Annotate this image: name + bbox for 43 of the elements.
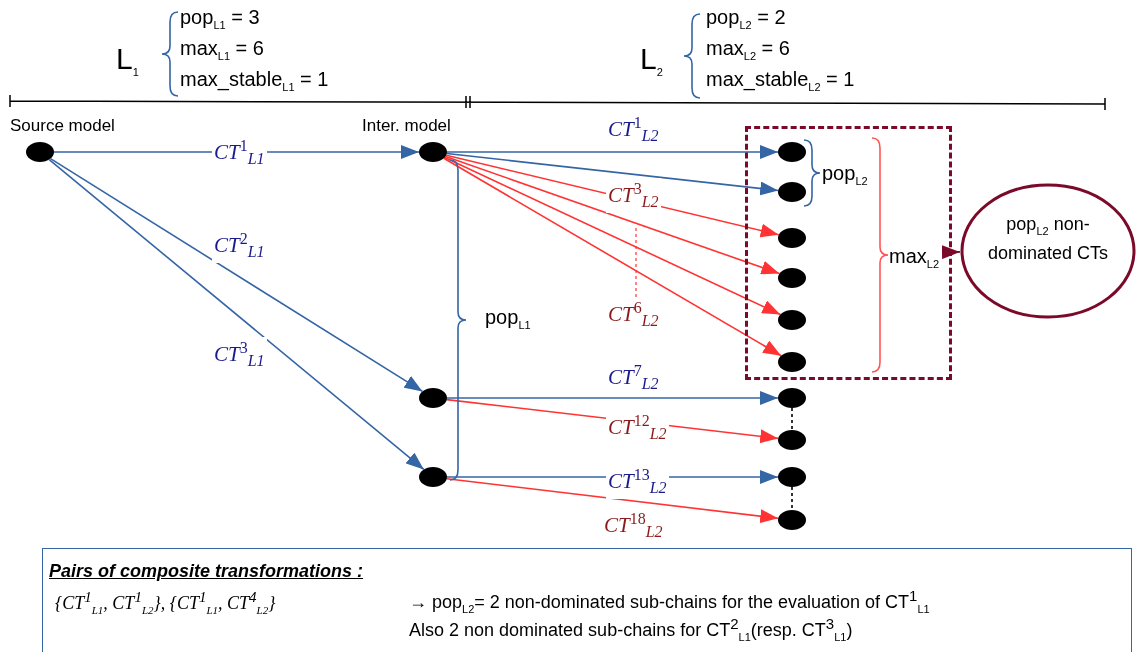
text-label: L$_{2}$ [640,42,663,78]
formula: {CT$^{1}$$_{L1}$, CT$^{1}$$_{L2}$}, {CT$^{1}$$_{L1}$, CT$^{4}$$_{L2}$} [55,589,276,616]
dot [778,467,806,487]
dot [778,430,806,450]
dot [778,388,806,408]
arrow [49,157,424,393]
dot [419,388,447,408]
arrow [446,391,779,405]
text-label: pop$_{L2}$ [822,162,868,187]
dot [778,352,806,372]
arrow [48,158,425,471]
dashed-frame [745,126,952,380]
text-label: L$_{1}$ [116,42,139,78]
dot [778,310,806,330]
dotted-line [791,486,793,511]
arrow [444,155,781,275]
text-label: max_stable$_{L2}$ = 1 [706,68,855,93]
text-label: pop$_{L1}$ = 3 [180,6,260,31]
arrow [446,145,779,159]
text-label: max$_{L1}$ = 6 [180,37,264,62]
panel-heading: Pairs of composite transformations : [49,561,364,582]
note-panel [42,548,1132,652]
arrow [443,156,782,316]
node-label: Source model [10,116,115,136]
text-label: pop$_{L1}$ [485,306,531,331]
node-label: pop$_{L2}$ non-dominated CTs [986,213,1110,264]
text-label: max$_{L2}$ = 6 [706,37,790,62]
node-label: Inter. model [362,116,451,136]
arrow [443,157,782,357]
text-label: max$_{L2}$ [889,245,940,270]
arrow [446,152,779,196]
arrow [446,477,779,524]
dot [778,182,806,202]
dot [778,142,806,162]
dot [778,228,806,248]
arrow [941,245,961,260]
text-label: pop$_{L2}$ = 2 [706,6,786,31]
dot [778,510,806,530]
dotted-line [791,407,793,431]
dot [419,467,447,487]
note-text: Also 2 non dominated sub-chains for CT$^{2}$$_{L1}$(resp. CT$^{3}$$_{L1}$) [409,615,853,643]
text-label: max_stable$_{L1}$ = 1 [180,68,329,93]
dot [778,268,806,288]
